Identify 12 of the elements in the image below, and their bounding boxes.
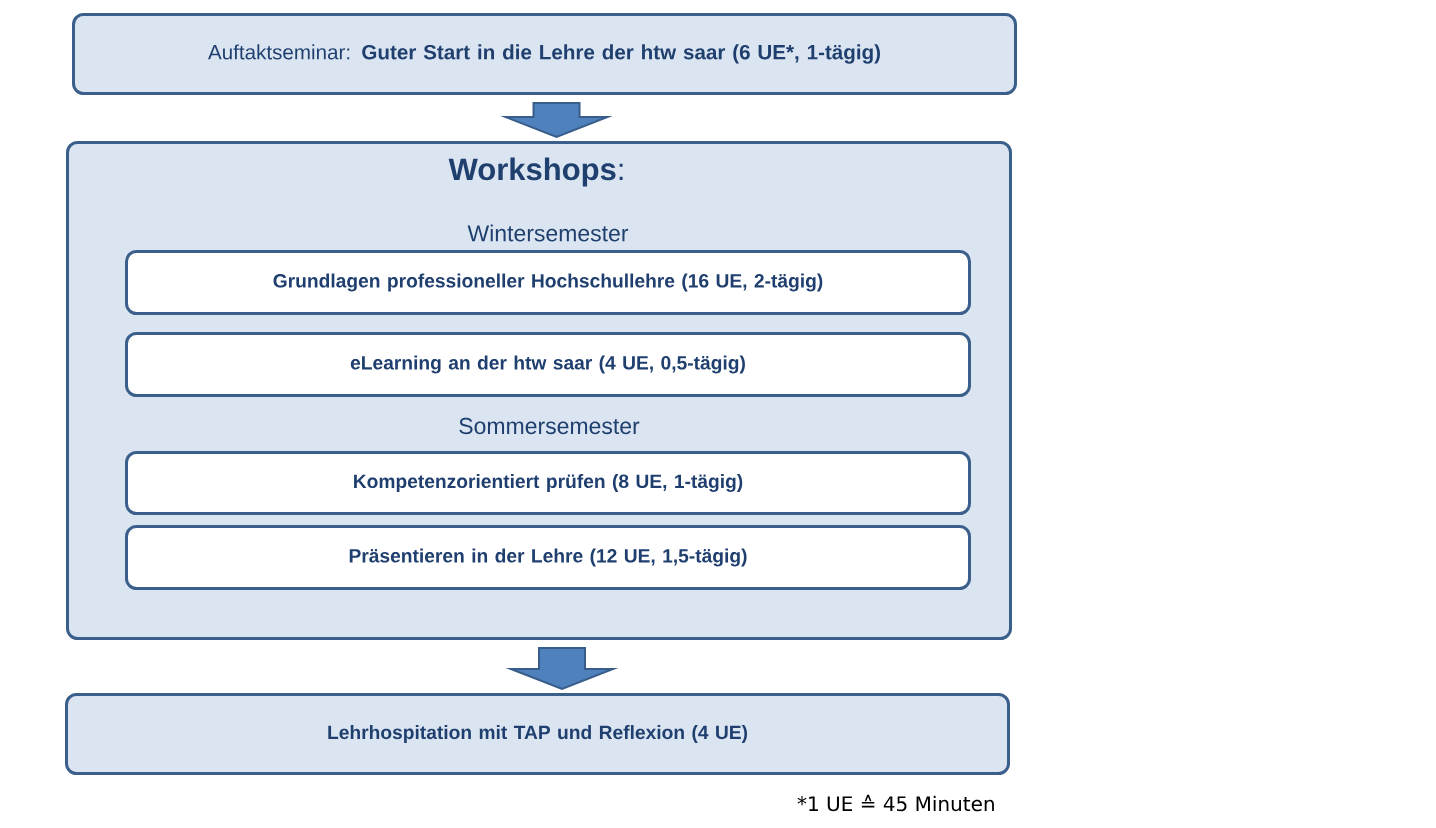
block-arrow [505, 647, 619, 691]
process-box: eLearning an der htw saar (4 UE, 0,5-tägig) [125, 332, 971, 397]
footnote: *1 UE ≙ 45 Minuten [797, 794, 994, 812]
section-heading: Sommersemester [459, 417, 640, 435]
process-box: Auftaktseminar: Guter Start in die Lehre der htw saar (6 UE*, 1-tägig) [72, 13, 1017, 95]
process-box: Lehrhospitation mit TAP und Reflexion (4 UE) [65, 693, 1010, 775]
process-box: Kompetenzorientiert prüfen (8 UE, 1-tägig) [125, 451, 971, 515]
panel-heading: Workshops: [448, 157, 623, 187]
section-heading: Wintersemester [467, 224, 629, 242]
block-arrow [500, 102, 613, 139]
process-box: Präsentieren in der Lehre (12 UE, 1,5-tägig) [125, 525, 971, 590]
process-box: Grundlagen professioneller Hochschullehre (16 UE, 2-tägig) [125, 250, 971, 315]
